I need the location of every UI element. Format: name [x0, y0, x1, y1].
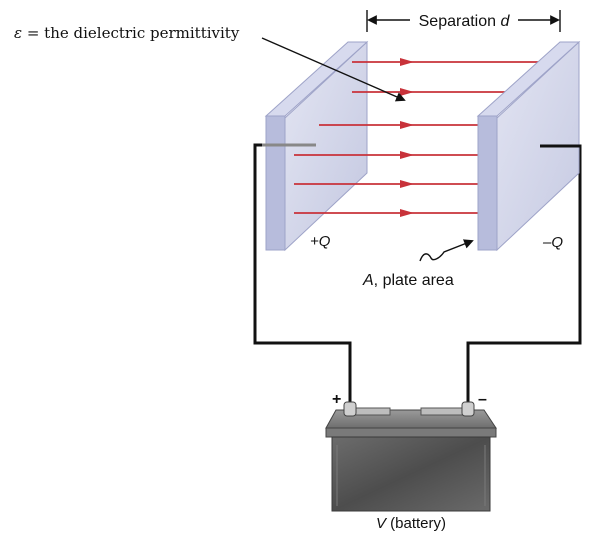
battery-lip — [325, 427, 497, 438]
field-arrowhead — [400, 209, 414, 217]
field-arrowhead — [400, 58, 414, 66]
area-text: , plate area — [374, 272, 454, 289]
negative-plate — [476, 40, 581, 252]
separation-label: Separation d — [419, 13, 511, 30]
positive-terminal-label: + — [332, 391, 341, 408]
field-arrowhead — [400, 88, 414, 96]
area-label: A, plate area — [362, 272, 454, 289]
field-arrowheads — [400, 58, 414, 217]
left-wire — [253, 143, 352, 404]
battery-body — [331, 436, 491, 512]
battery-variable: V — [376, 515, 388, 532]
permittivity-text: = the dielectric permittivity — [22, 24, 240, 42]
positive-plate-edge — [265, 115, 286, 251]
separation-word: Separation — [419, 13, 501, 30]
area-pointer — [419, 239, 474, 262]
battery-text: (battery) — [386, 515, 446, 532]
field-arrowhead — [400, 180, 414, 188]
negative-terminal-label: – — [478, 391, 487, 408]
negative-charge-label: –Q — [542, 234, 563, 251]
permittivity-label: ε = the dielectric permittivity — [14, 24, 240, 42]
permittivity-pointer — [261, 37, 406, 102]
battery-label: V (battery) — [376, 515, 446, 532]
field-arrowhead — [400, 121, 414, 129]
field-arrowhead — [400, 151, 414, 159]
area-variable: A — [362, 272, 374, 289]
battery-right-post-base — [420, 407, 466, 416]
positive-terminal — [343, 401, 357, 417]
field-lines — [294, 61, 541, 214]
negative-terminal — [461, 401, 475, 417]
permittivity-symbol: ε — [14, 24, 22, 42]
separation-dimension — [366, 10, 561, 32]
positive-plate — [262, 40, 369, 252]
separation-variable: d — [500, 13, 510, 30]
battery — [325, 401, 497, 512]
negative-plate-edge — [477, 115, 498, 251]
positive-charge-label: +Q — [310, 233, 331, 250]
